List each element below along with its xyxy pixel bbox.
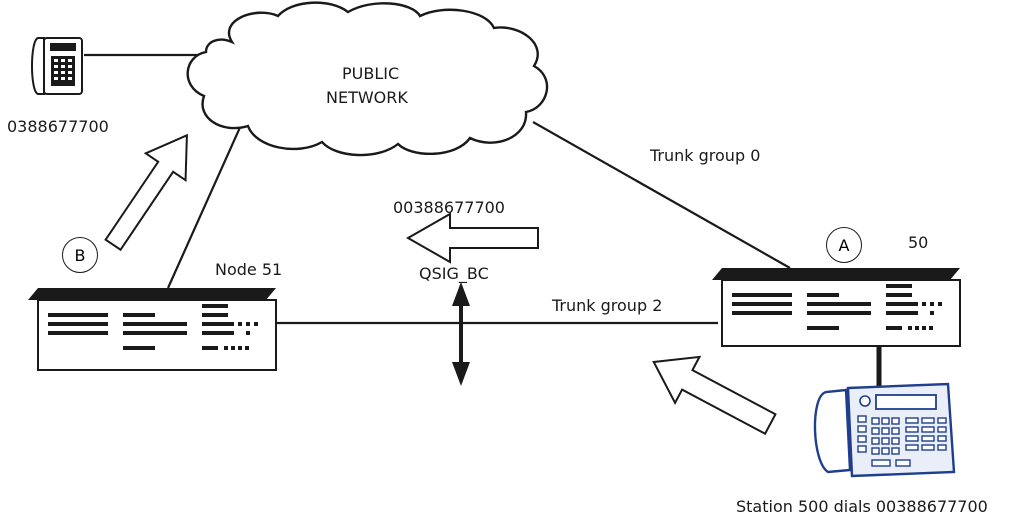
station-dial-arrow-icon [652,355,777,436]
node-b-cloud-link [166,113,248,289]
node-a-number-label: 50 [908,233,929,252]
cloud-label-line2: NETWORK [326,88,408,107]
trunk-group-0-line [532,121,791,269]
dialed-number-label: 00388677700 [393,198,505,217]
station-caption: Station 500 dials 00388677700 [736,497,988,516]
external-phone-icon [31,37,83,95]
public-network-cloud [186,1,549,157]
node-a-switch [712,268,961,347]
qsig-protocol-label: QSIG_BC [419,264,489,283]
node-b-marker: B [62,237,98,273]
trunk-group-0-label: Trunk group 0 [650,146,761,165]
trunk-group-2-label: Trunk group 2 [552,296,663,315]
qsig-bidirectional-arrow-icon [452,282,470,386]
cloud-label-line1: PUBLIC [342,64,400,83]
node-a-marker: A [826,227,862,263]
outgoing-call-arrow-icon [104,133,188,252]
station-500-phone-icon [813,382,956,478]
node-b-switch [28,288,277,371]
external-phone-number: 0388677700 [7,117,109,136]
node-b-label: Node 51 [215,260,283,279]
qsig-direction-arrow-icon [405,212,539,264]
